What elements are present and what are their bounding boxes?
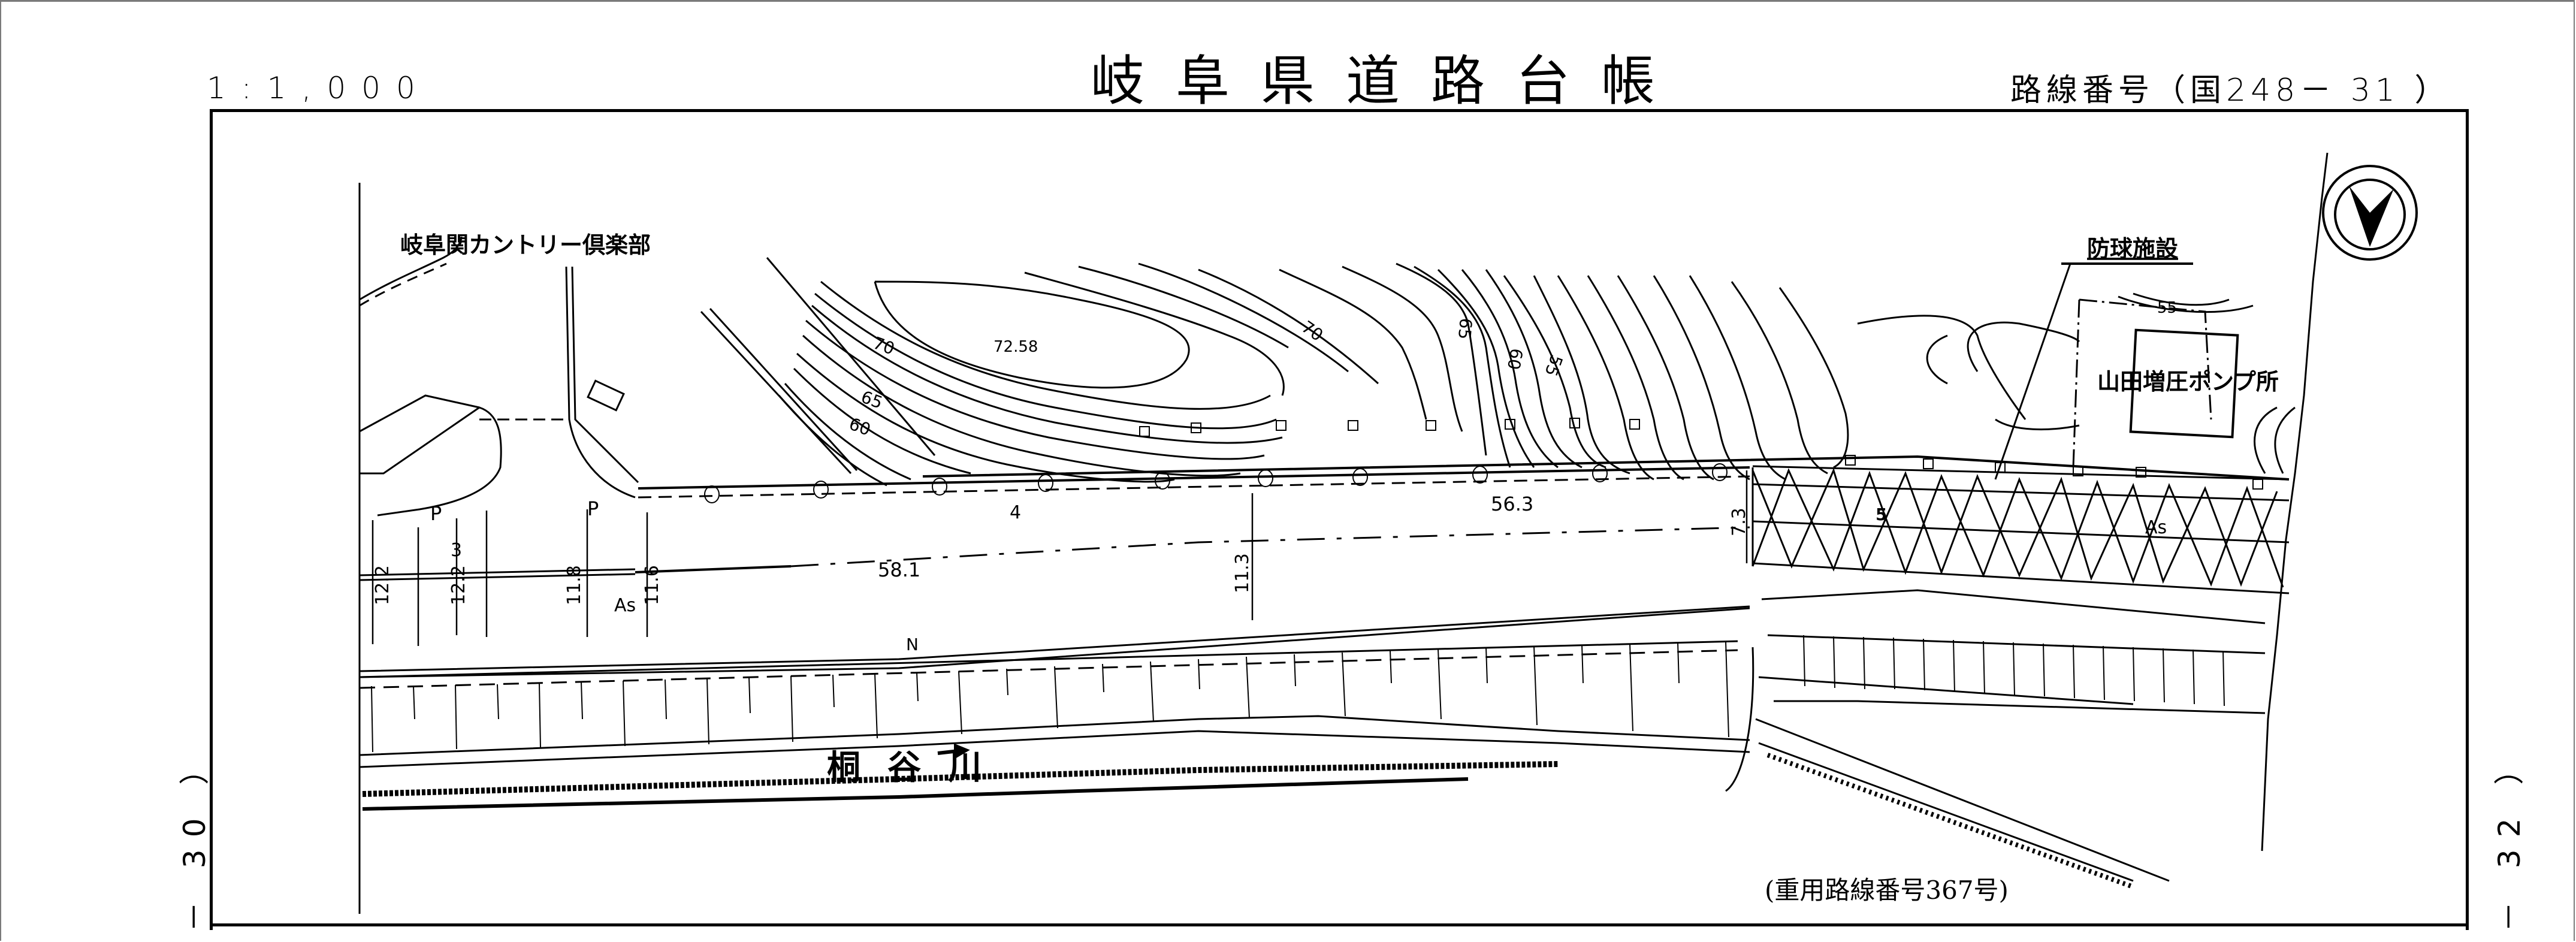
river-revetment (362, 761, 1559, 797)
pump-station-outline (1967, 262, 2296, 480)
dimension-lines (372, 470, 1748, 646)
label-concurrent-route: (重用路線番号367号) (1765, 875, 2009, 905)
map-frame (210, 109, 2469, 930)
label-parking: P (587, 497, 599, 520)
label-station: 3 (451, 540, 462, 561)
bridge-section (1751, 465, 2290, 594)
arrow-right-icon (937, 743, 970, 760)
width-dimension: 7.3 (1729, 508, 1750, 536)
route-number: 路線番号（国248－ 31 ） (2010, 73, 2451, 108)
label-surface-asphalt: As (2145, 517, 2167, 538)
contour-55-east (2133, 292, 2230, 306)
east-road-ticks (1803, 635, 2225, 707)
cart-path (359, 236, 463, 301)
label-north-marker: N (906, 635, 919, 654)
label-surface-asphalt: As (614, 595, 636, 616)
label-ball-fence: 防球施設 (2087, 236, 2178, 262)
north-arrow-icon (2322, 165, 2418, 261)
label-station: 5 (1876, 505, 1887, 524)
sheet-match-line-right (2261, 152, 2329, 852)
label-pump-station: 山田増圧ポンプ所 (2097, 369, 2279, 395)
label-parking: P (430, 502, 442, 525)
slope-line (700, 310, 852, 475)
contour-label: 70 (1298, 317, 1327, 345)
road-main (359, 455, 2290, 768)
contour-label: 55 (2157, 299, 2177, 317)
page-title: 岐阜県道路台帳 (1091, 50, 1686, 113)
width-dimension: 11.6 (642, 565, 663, 605)
width-dimension: 12.2 (372, 565, 393, 605)
slope-line (709, 307, 858, 472)
contour-label: 60 (1503, 347, 1527, 372)
building (587, 379, 625, 412)
cart-path-dashed (359, 262, 447, 307)
map-frame-bottom (210, 923, 2469, 926)
label-distance: 58.1 (878, 558, 920, 581)
slope-edge (766, 257, 936, 456)
spot-height: 72.58 (993, 338, 1038, 356)
contour-label: 55 (1541, 352, 1566, 379)
label-station: 4 (1010, 502, 1021, 523)
club-access-road-inner (571, 266, 639, 484)
pump-station-building (2129, 328, 2239, 439)
label-distance: 56.3 (1491, 493, 1533, 515)
retaining-wall-ticks (371, 641, 1729, 753)
width-dimension: 11.8 (564, 565, 585, 605)
road-markers (704, 418, 2263, 503)
label-river: 桐谷川 (827, 748, 1008, 787)
map-scale: 1:1,000 (207, 71, 431, 105)
label-country-club: 岐阜関カントリー倶楽部 (400, 232, 651, 258)
contour-label: 65 (859, 387, 886, 413)
club-access-road (565, 266, 636, 499)
loop-road-top (359, 394, 480, 433)
loop-road (360, 406, 502, 517)
width-dimension: 11.3 (1232, 553, 1253, 593)
width-dimension: 12.2 (448, 565, 469, 605)
river-bank (362, 777, 1469, 811)
east-road (1725, 589, 2266, 882)
contour-label: 65 (1454, 317, 1476, 340)
east-retaining-wall (1766, 753, 2134, 889)
